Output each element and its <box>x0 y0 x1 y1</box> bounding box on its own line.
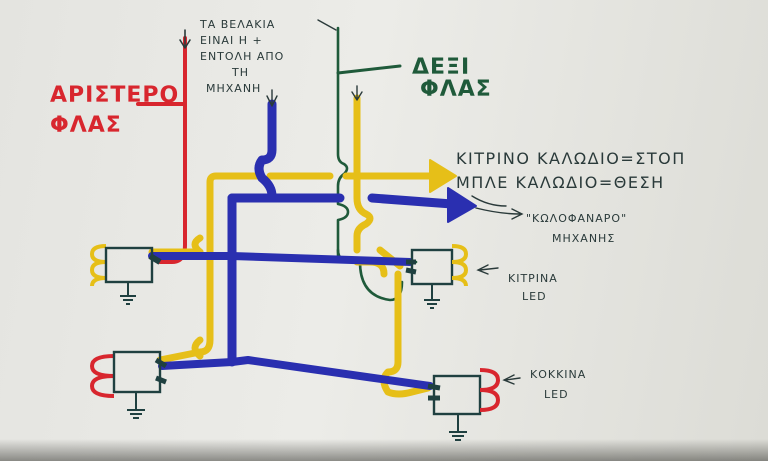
right-flasher-label-line: ΔΕΞΙ <box>412 55 470 80</box>
position-wire <box>148 89 477 390</box>
yellow-leds-label-line: LED <box>522 290 547 303</box>
left-flasher-wire <box>136 29 191 264</box>
arrows-note-line: ΕΝΤΟΛΗ ΑΠΟ <box>200 50 284 63</box>
red-leds-label-line: LED <box>544 388 569 401</box>
led-module-right-top <box>405 244 469 309</box>
led-module-right-bottom <box>427 368 501 441</box>
left-flasher-label-line: ΦΛΑΣ <box>50 113 122 138</box>
stop-wire <box>148 85 457 398</box>
led-module-left-bottom <box>89 350 168 419</box>
red-leds-label-line: ΚΟΚΚΙΝΑ <box>530 368 586 381</box>
red-leds-label: ΚΟΚΚΙΝΑ LED <box>530 368 591 401</box>
arrows-note: ΤΑ ΒΕΛΑΚΙΑ ΕΙΝΑΙ Η + ΕΝΤΟΛΗ ΑΠΟ ΤΗ ΜΗΧΑΝ… <box>199 18 289 95</box>
pointer-arrows <box>471 195 524 385</box>
right-flasher-label: ΔΕΞΙ ΦΛΑΣ <box>412 55 492 102</box>
taillight-label-line: "ΚΩΛΟΦΑΝΑΡΟ" <box>526 212 627 225</box>
arrows-note-line: ΤΑ ΒΕΛΑΚΙΑ <box>199 18 275 31</box>
yellow-leds-label-line: ΚΙΤΡΙΝΑ <box>508 272 558 285</box>
taillight-label: "ΚΩΛΟΦΑΝΑΡΟ" ΜΗΧΑΝΗΣ <box>526 212 632 245</box>
arrows-note-line: ΜΗΧΑΝΗ <box>206 82 261 95</box>
left-flasher-label: ΑΡΙΣΤΕΡΟ ΦΛΑΣ <box>50 83 188 138</box>
led-module-left-top <box>89 244 162 305</box>
legend-line-blue: ΜΠΛΕ ΚΑΛΩΔΙΟ=ΘΕΣΗ <box>456 173 665 192</box>
arrows-note-line: ΕΙΝΑΙ Η + <box>200 34 263 47</box>
legend-line-yellow: ΚΙΤΡΙΝΟ ΚΑΛΩΔΙΟ=ΣΤΟΠ <box>456 149 686 168</box>
taillight-label-line: ΜΗΧΑΝΗΣ <box>552 232 615 245</box>
left-flasher-label-line: ΑΡΙΣΤΕΡΟ <box>50 83 179 108</box>
wire-legend: ΚΙΤΡΙΝΟ ΚΑΛΩΔΙΟ=ΣΤΟΠ ΜΠΛΕ ΚΑΛΩΔΙΟ=ΘΕΣΗ <box>456 149 692 192</box>
yellow-leds-label: ΚΙΤΡΙΝΑ LED <box>508 272 562 303</box>
right-flasher-label-line: ΦΛΑΣ <box>420 77 492 102</box>
arrows-note-line: ΤΗ <box>231 66 249 79</box>
